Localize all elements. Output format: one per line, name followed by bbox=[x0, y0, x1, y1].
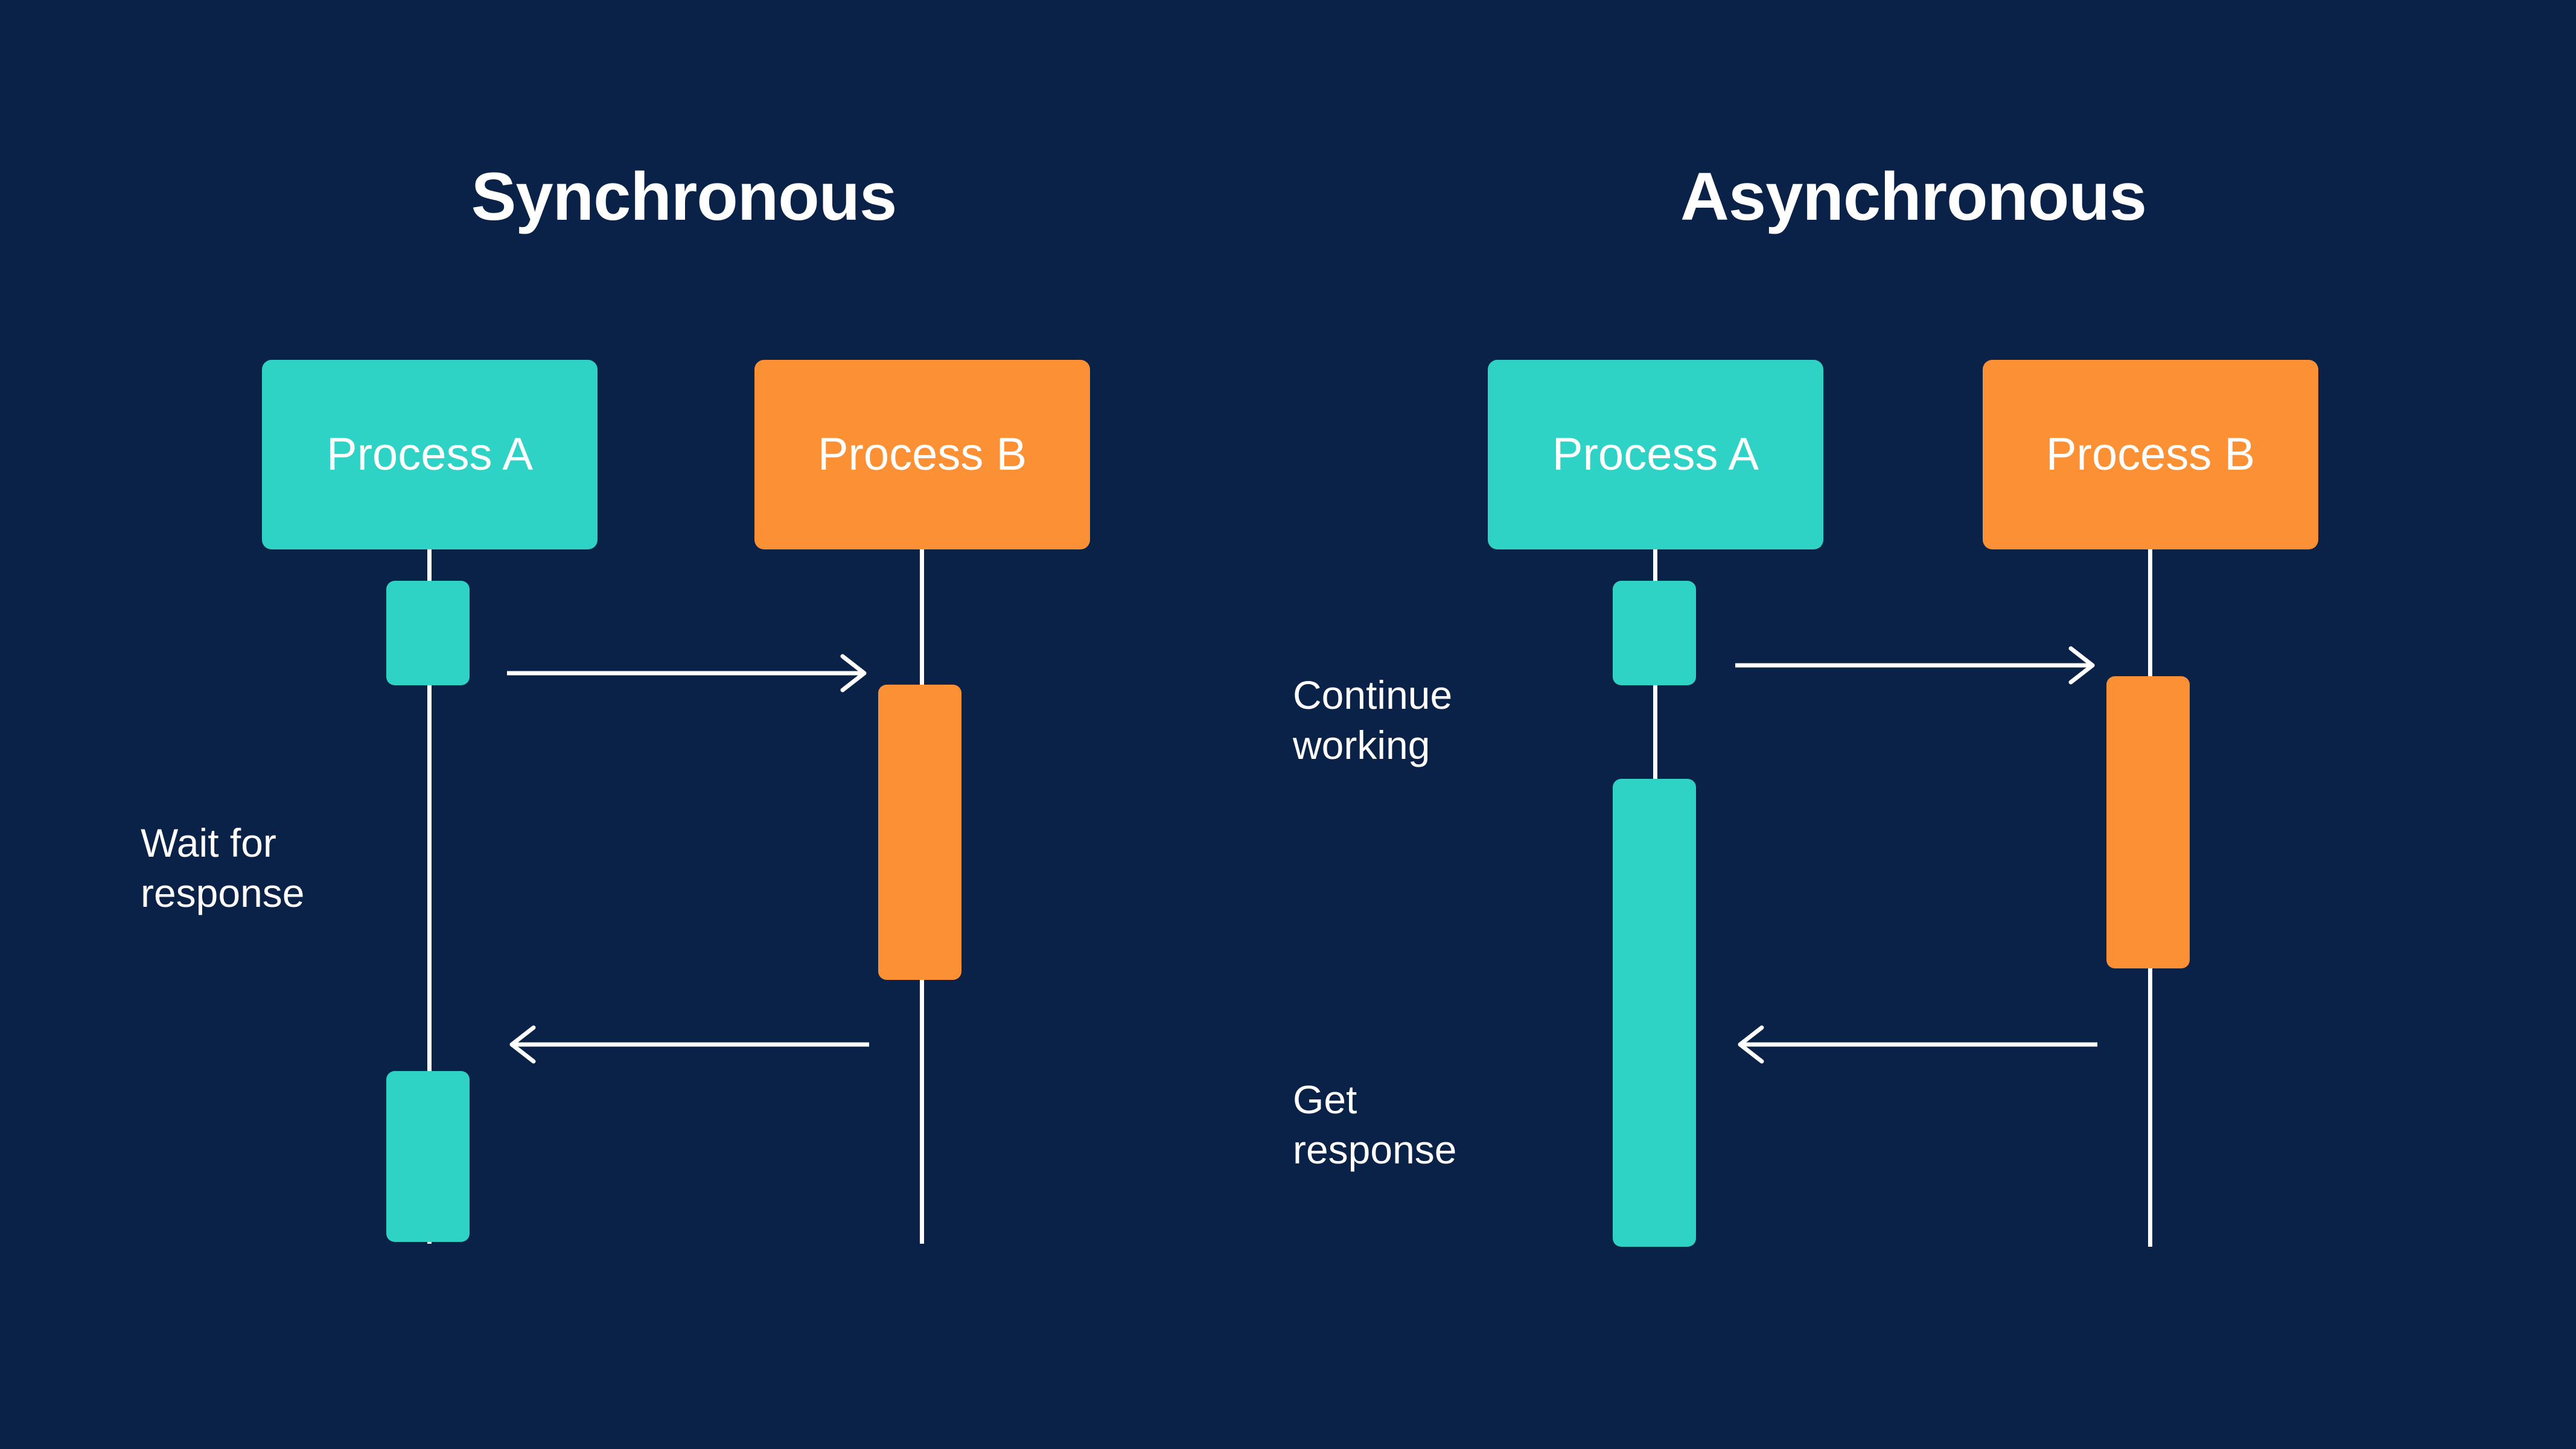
panel-title-synchronous: Synchronous bbox=[471, 159, 897, 234]
message-arrow-sync-request bbox=[507, 649, 869, 697]
activation-bar-async-process-a-request bbox=[1613, 581, 1696, 685]
participant-box-async-process-b[interactable]: Process B bbox=[1983, 360, 2318, 549]
activation-bar-sync-process-a-response bbox=[386, 1071, 470, 1242]
participant-label: Process A bbox=[1552, 429, 1759, 480]
participant-label: Process B bbox=[2045, 429, 2256, 480]
participant-box-sync-process-a[interactable]: Process A bbox=[262, 360, 598, 549]
activation-bar-sync-process-b bbox=[878, 685, 961, 980]
participant-label: Process B bbox=[817, 429, 1027, 480]
message-arrow-async-request bbox=[1735, 641, 2097, 689]
participant-box-async-process-a[interactable]: Process A bbox=[1488, 360, 1823, 549]
message-arrow-async-response bbox=[1735, 1020, 2097, 1069]
activation-bar-async-process-b bbox=[2106, 676, 2190, 968]
participant-label: Process A bbox=[326, 429, 534, 480]
note-continue-working: Continue working bbox=[1293, 673, 1453, 768]
panel-title-asynchronous: Asynchronous bbox=[1680, 159, 2147, 234]
participant-box-sync-process-b[interactable]: Process B bbox=[754, 360, 1090, 549]
lifeline-sync-process-a bbox=[427, 549, 432, 1244]
note-wait-for-response: Wait for response bbox=[141, 820, 305, 916]
activation-bar-sync-process-a-request bbox=[386, 581, 470, 685]
activation-bar-async-process-a-working bbox=[1613, 779, 1696, 1247]
note-get-response: Get response bbox=[1293, 1077, 1457, 1172]
message-arrow-sync-response bbox=[507, 1020, 869, 1069]
